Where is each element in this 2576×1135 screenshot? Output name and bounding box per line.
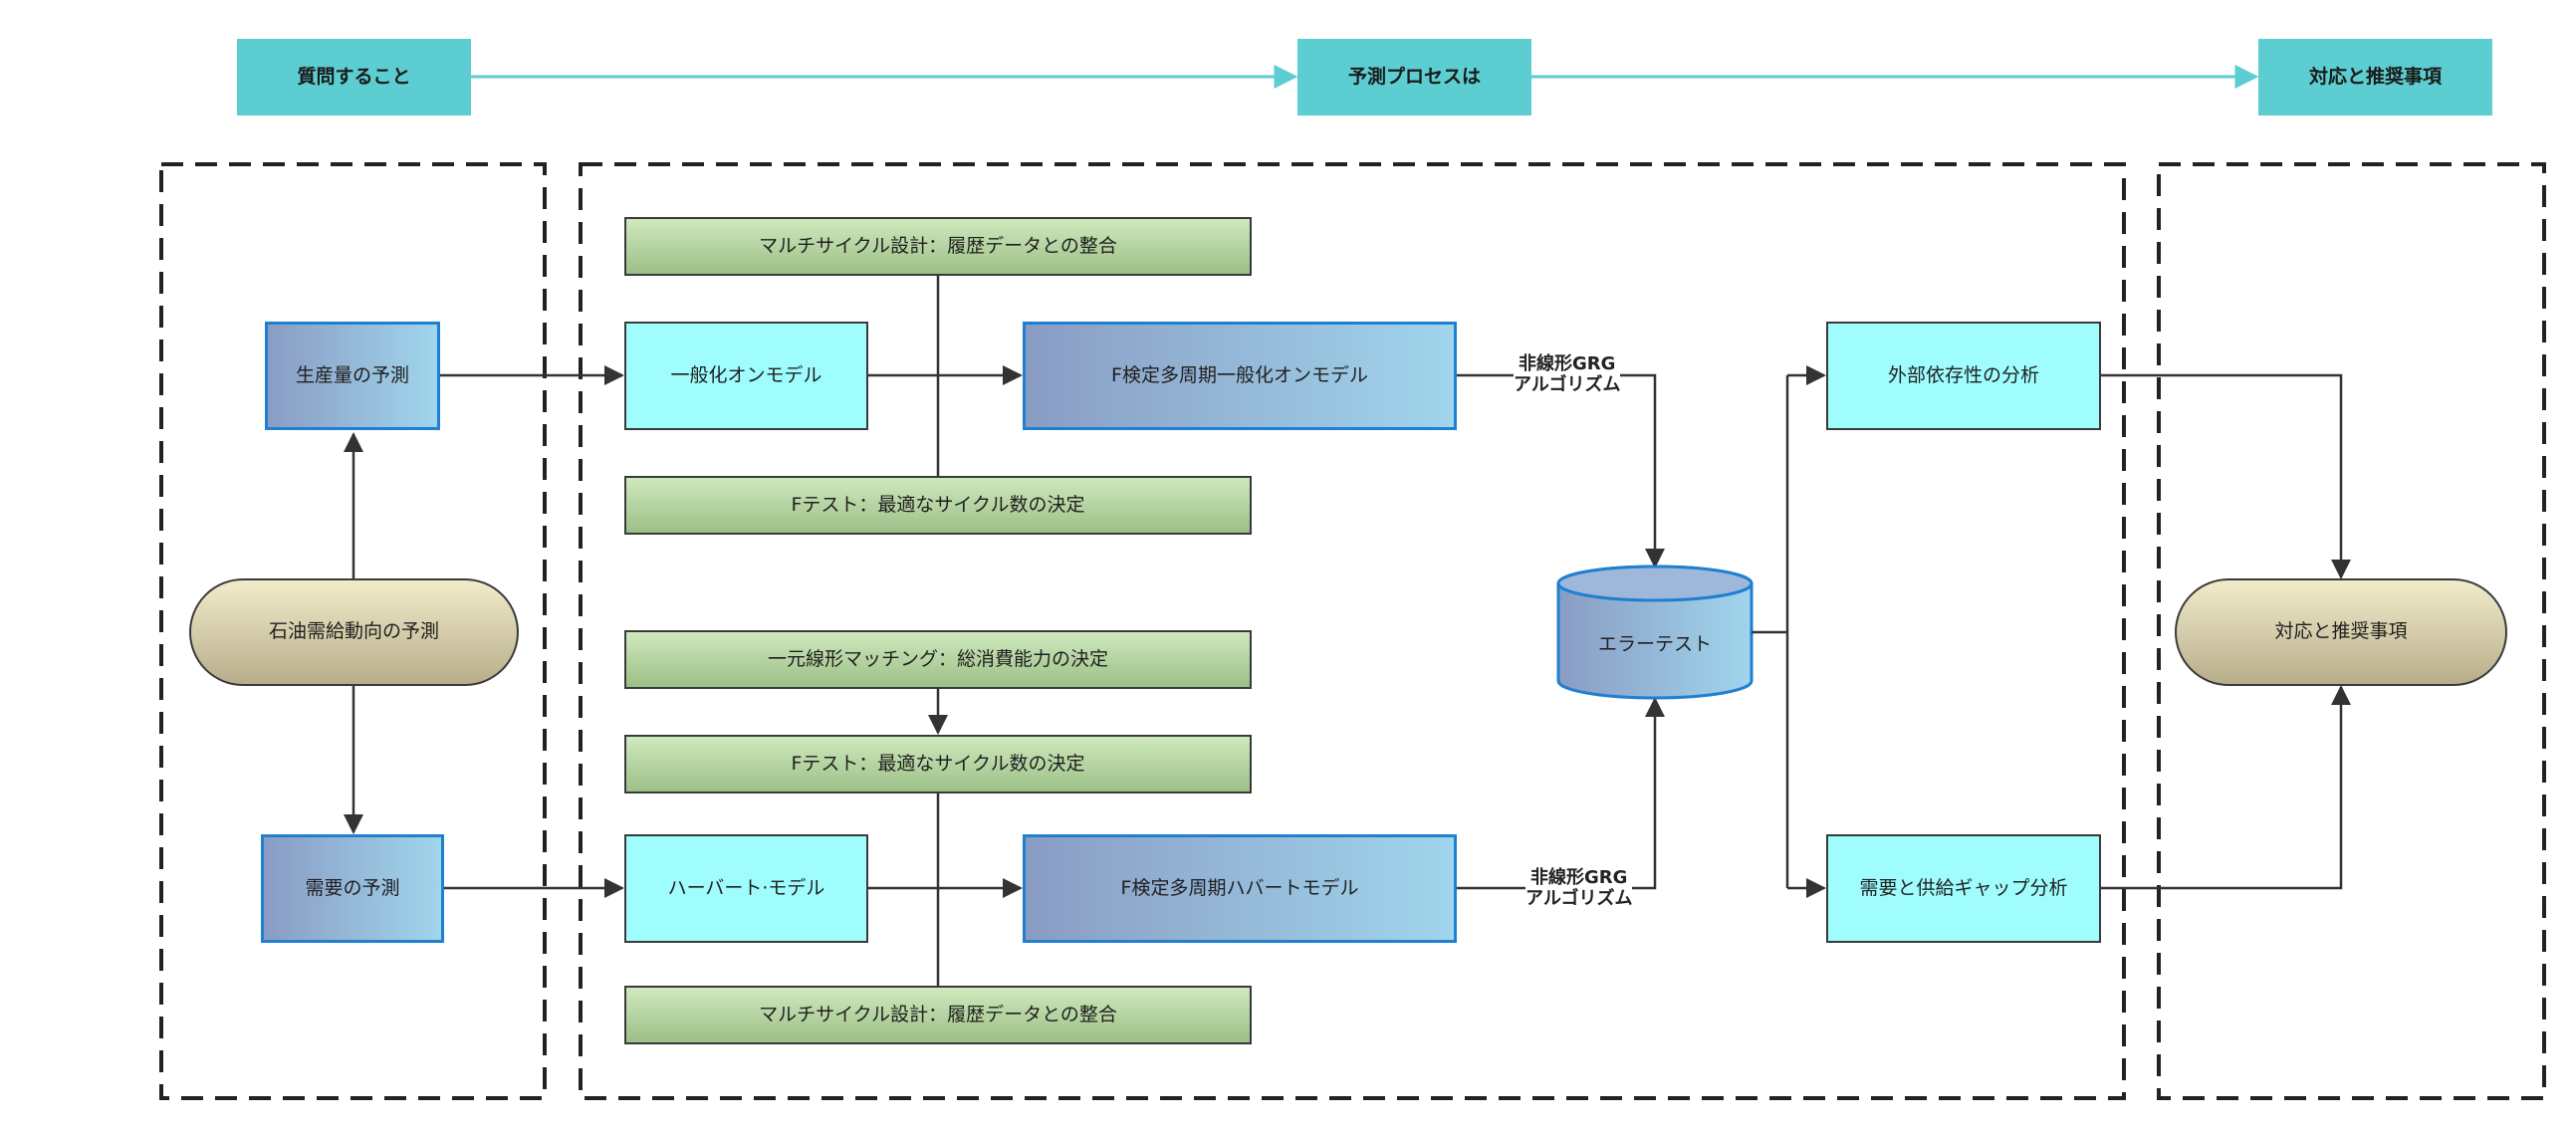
header-process: 予測プロセスは — [1297, 39, 1531, 115]
hubbert-model-node: ハーバート·モデル — [624, 834, 868, 943]
error-test-cylinder — [1556, 565, 1754, 700]
top-multicycle-node: マルチサイクル設計：履歴データとの整合 — [624, 217, 1252, 276]
demand-forecast-node: 需要の予測 — [261, 834, 444, 943]
external-dependency-node: 外部依存性の分析 — [1826, 322, 2101, 430]
fgeneral-to-error-arrow — [1457, 373, 1665, 568]
external-to-response-arrow — [2101, 373, 2351, 579]
top-ftest-node: Fテスト：最適なサイクル数の決定 — [624, 476, 1252, 535]
linear-matching-node: 一元線形マッチング：総消費能力の決定 — [624, 630, 1252, 689]
header-question: 質問すること — [237, 39, 471, 115]
bottom-multicycle-node: マルチサイクル設計：履歴データとの整合 — [624, 986, 1252, 1044]
gap-analysis-node: 需要と供給ギャップ分析 — [1826, 834, 2101, 943]
grg-label-top: 非線形GRG アルゴリズム — [1514, 353, 1621, 396]
generalized-model-node: 一般化オンモデル — [624, 322, 868, 430]
bottom-ftest-node: Fテスト：最適なサイクル数の決定 — [624, 735, 1252, 794]
process-panel — [579, 162, 2126, 1100]
gap-to-response-arrow — [2101, 685, 2351, 890]
production-forecast-node: 生産量の予測 — [265, 322, 440, 430]
f-generalized-model-node: F検定多周期一般化オンモデル — [1023, 322, 1457, 430]
header-response: 対応と推奨事項 — [2258, 39, 2492, 115]
response-panel — [2157, 162, 2546, 1100]
response-recommendation-node: 対応と推奨事項 — [2175, 578, 2507, 686]
oil-supply-demand-start-node: 石油需給動向の予測 — [189, 578, 519, 686]
grg-label-bottom: 非線形GRG アルゴリズム — [1525, 867, 1633, 910]
fhubbert-to-error-arrow — [1457, 697, 1665, 890]
error-test-label: エラーテスト — [1597, 632, 1712, 655]
f-hubbert-model-node: F検定多周期ハバートモデル — [1023, 834, 1457, 943]
question-panel — [159, 162, 547, 1100]
